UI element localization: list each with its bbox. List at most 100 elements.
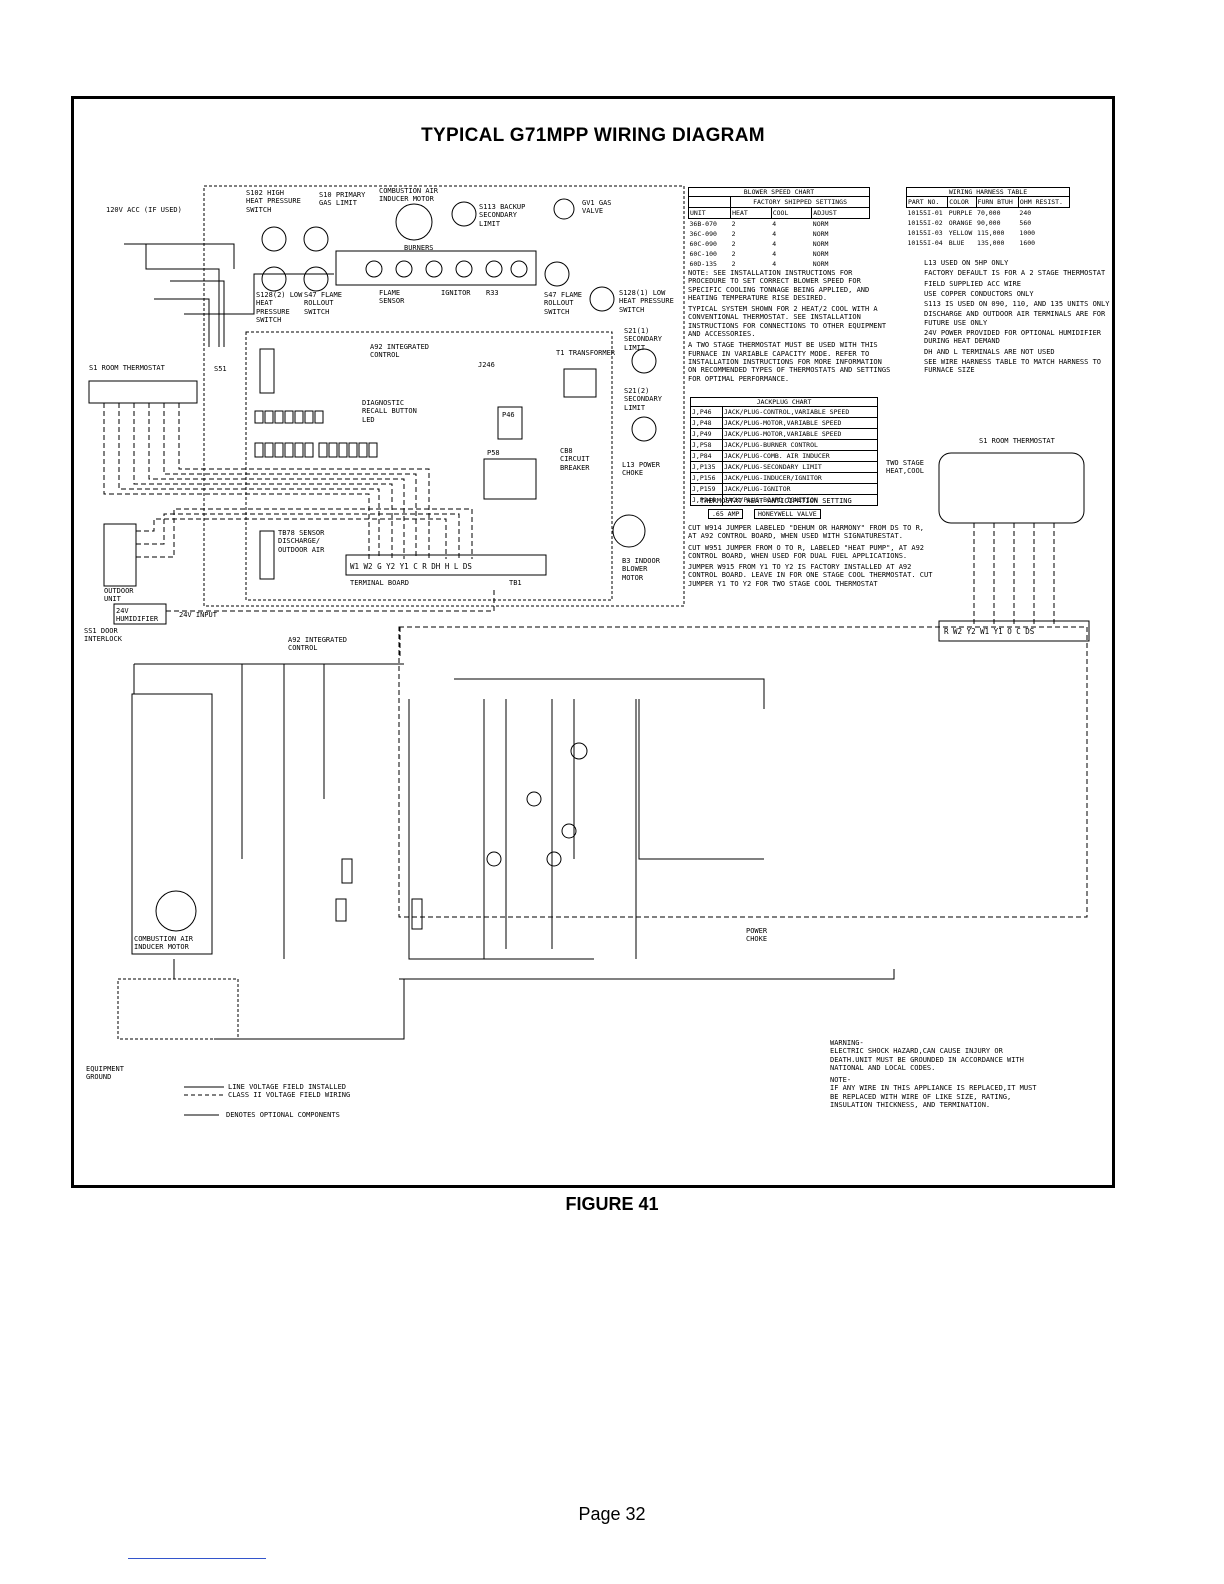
integrated-control-box (245, 331, 613, 601)
table-cell: 560 (1019, 219, 1032, 227)
table-cell: 4 (772, 230, 777, 238)
p58-connector (483, 458, 537, 500)
s10-label: S10 PRIMARY GAS LIMIT (319, 191, 366, 208)
combustion-bottom-label: COMBUSTION AIR INDUCER MOTOR (134, 935, 194, 952)
anticipation-amp: .65 AMP (708, 509, 744, 519)
s51-label: S51 (214, 365, 227, 373)
humidifier-label: 24V HUMIDIFIER (116, 607, 159, 624)
table-cell: BLUE (948, 239, 965, 247)
table-cell: NORM (812, 240, 829, 248)
s1-right-label: S1 ROOM THERMOSTAT (979, 437, 1055, 445)
terminal-labels: W1 W2 G Y2 Y1 C R DH H L DS (350, 562, 472, 571)
j156-connector (259, 348, 275, 394)
legend-optional: DENOTES OPTIONAL COMPONENTS (226, 1111, 340, 1119)
blower-chart-subtitle: FACTORY SHIPPED SETTINGS (730, 196, 870, 208)
table-cell: 2 (731, 250, 736, 258)
harness-table: WIRING HARNESS TABLE PART NO. COLOR FURN… (905, 187, 1071, 248)
tb78-connector (259, 530, 275, 580)
burners-label: BURNERS (404, 244, 434, 252)
l13-label: L13 POWER CHOKE (622, 461, 660, 478)
blower-speed-chart: BLOWER SPEED CHART FACTORY SHIPPED SETTI… (687, 187, 870, 269)
note-factory-default: FACTORY DEFAULT IS FOR A 2 STAGE THERMOS… (924, 269, 1106, 278)
note-blower-speed: NOTE: SEE INSTALLATION INSTRUCTIONS FOR … (688, 269, 870, 302)
table-cell: NORM (812, 260, 829, 268)
harness-header-btuh: FURN BTUH (975, 196, 1019, 208)
gv1-symbol (553, 198, 575, 220)
table-cell: JACK/PLUG-MOTOR,VARIABLE SPEED (722, 428, 878, 440)
table-cell: J,P84 (690, 450, 723, 462)
table-cell: 2 (731, 230, 736, 238)
s47-right-label: S47 FLAME ROLLOUT SWITCH (544, 291, 582, 316)
blower-header-adjust: ADJUST (811, 207, 870, 219)
ignitor-label: IGNITOR (441, 289, 471, 297)
svg-text:W1 W2 G Y2 Y1 C R DH H L DS: W1 W2 G Y2 Y1 C R DH H L DS (350, 562, 472, 571)
transformer-t1 (563, 368, 597, 398)
table-cell: 10155I-02 (907, 219, 943, 227)
table-cell: JACK/PLUG-MOTOR,VARIABLE SPEED (722, 417, 878, 429)
s113-label: S113 BACKUP SECONDARY LIMIT (479, 203, 526, 228)
blower-chart-table: FACTORY SHIPPED SETTINGS UNIT HEAT COOL … (687, 196, 870, 269)
table-cell: 4 (772, 220, 777, 228)
note-w915: JUMPER W915 FROM Y1 TO Y2 IS FACTORY INS… (688, 563, 933, 588)
s128-2-label: S128(2) LOW HEAT PRESSURE SWITCH (256, 291, 303, 324)
combustion-motor-label: COMBUSTION AIR INDUCER MOTOR (379, 187, 439, 204)
legend-class2: CLASS II VOLTAGE FIELD WIRING (228, 1091, 351, 1099)
a92-bottom-box (117, 978, 239, 1040)
power-choke-label: POWER CHOKE (746, 927, 768, 944)
note-w951: CUT W951 JUMPER FROM O TO R, LABELED "HE… (688, 543, 925, 560)
table-cell: J,P48 (690, 417, 723, 429)
terminal-board-label: TERMINAL BOARD (350, 579, 410, 587)
table-cell: JACK/PLUG-CONTROL,VARIABLE SPEED (722, 406, 878, 418)
s1-label: S1 ROOM THERMOSTAT (89, 364, 165, 372)
page-number: Page 32 (578, 1504, 646, 1524)
outdoor-unit-label: OUTDOOR UNIT (104, 587, 134, 604)
wiring-diagram: W1 W2 G Y2 Y1 C R DH H L DS R W2 Y2 W1 Y… (88, 185, 1090, 1116)
inducer-box (131, 693, 213, 955)
note-s113: S113 IS USED ON 090, 110, AND 135 UNITS … (924, 300, 1110, 309)
table-cell: JACK/PLUG-INDUCER/IGNITOR (722, 472, 878, 484)
terminal-board (345, 554, 547, 576)
p58-label: P58 (487, 449, 500, 457)
harness-header-color: COLOR (947, 196, 977, 208)
notes-right: L13 USED ON 5HP ONLY FACTORY DEFAULT IS … (924, 259, 1110, 375)
table-cell: 2 (731, 260, 736, 268)
table-cell: 2 (731, 220, 736, 228)
table-cell: 135,000 (977, 239, 1005, 247)
table-cell: 60C-090 (689, 240, 717, 248)
table-cell: YELLOW (948, 229, 973, 237)
note-two-stage: A TWO STAGE THERMOSTAT MUST BE USED WITH… (688, 341, 891, 383)
table-cell: 60C-100 (689, 250, 717, 258)
note-acc-wire: FIELD SUPPLIED ACC WIRE (924, 279, 1021, 288)
table-cell: 36C-090 (689, 230, 717, 238)
b3-label: B3 INDOOR BLOWER MOTOR (622, 557, 660, 582)
table-cell: 4 (772, 260, 777, 268)
ground-label: EQUIPMENT GROUND (86, 1065, 124, 1082)
note-w914: CUT W914 JUMPER LABELED "DEHUM OR HARMON… (688, 524, 925, 541)
note-text: IF ANY WIRE IN THIS APPLIANCE IS REPLACE… (830, 1084, 1037, 1110)
tb78-label: TB78 SENSOR DISCHARGE/ OUTDOOR AIR (278, 529, 325, 554)
note-discharge: DISCHARGE AND OUTDOOR AIR TERMINALS ARE … (924, 310, 1106, 327)
table-cell: 2 (731, 240, 736, 248)
p46-label: P46 (502, 411, 515, 419)
s21-2-label: S21(2) SECONDARY LIMIT (624, 387, 662, 412)
table-cell: 115,000 (977, 229, 1005, 237)
table-cell: ORANGE (948, 219, 973, 227)
s128-1-label: S128(1) LOW HEAT PRESSURE SWITCH (619, 289, 674, 314)
table-cell: 10155I-03 (907, 229, 943, 237)
diagram-title: TYPICAL G71MPP WIRING DIAGRAM (421, 125, 765, 146)
table-cell: 36B-070 (689, 220, 717, 228)
right-terminal-row (938, 620, 1090, 642)
j246-label: J246 (478, 361, 495, 369)
table-cell: 1600 (1019, 239, 1036, 247)
